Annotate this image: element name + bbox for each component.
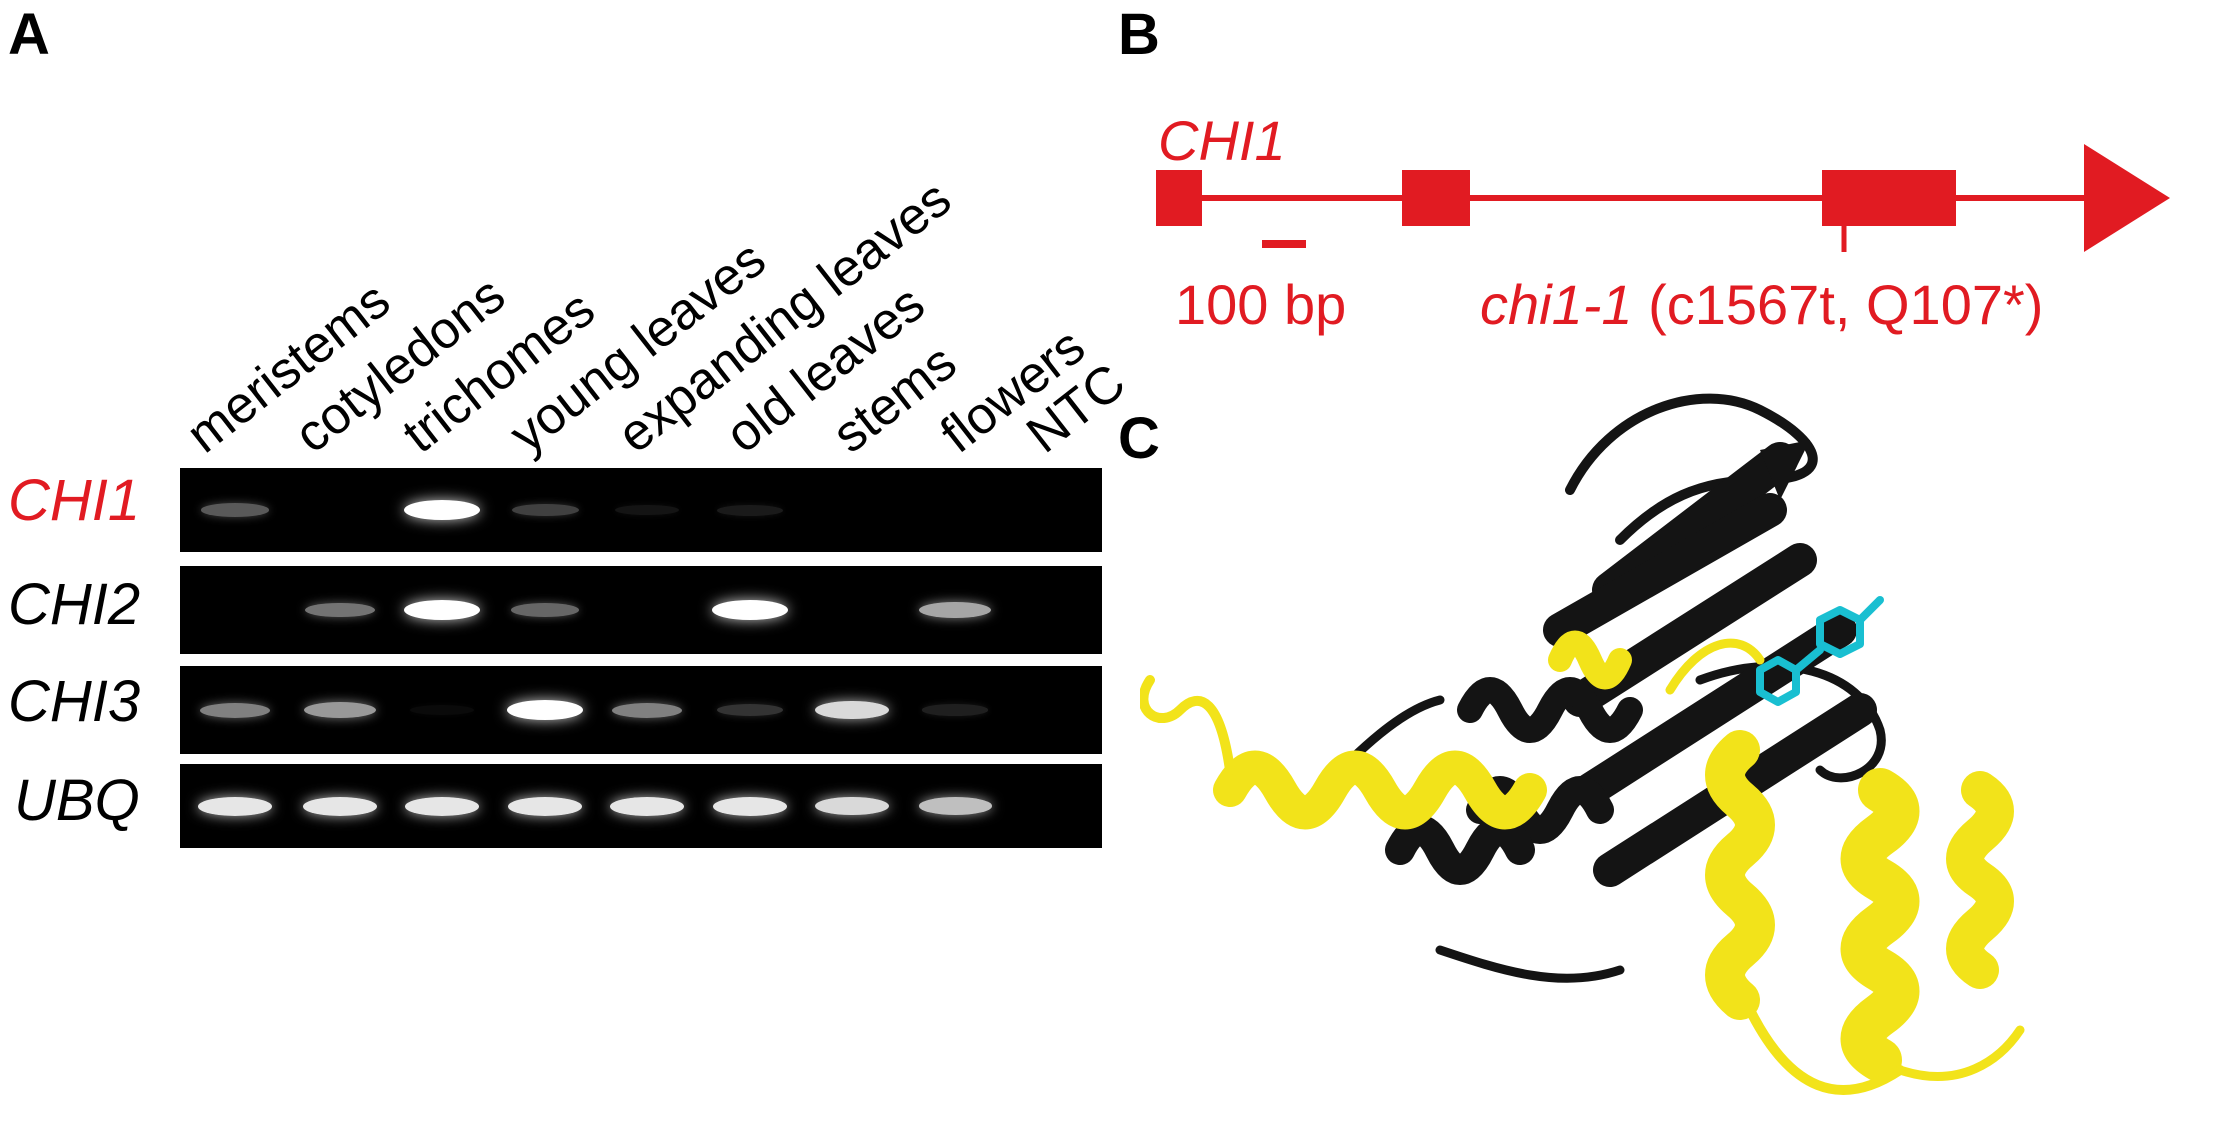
- gel-band: [404, 500, 480, 520]
- mutation-detail: (c1567t, Q107*): [1632, 273, 2044, 336]
- gel-band: [304, 702, 376, 718]
- gel-strip-chi3: [180, 666, 1102, 754]
- gene-label-chi3: CHI3: [8, 669, 141, 734]
- gel-band: [507, 796, 583, 816]
- exon-3b: [1876, 170, 1956, 226]
- gel-strip-chi2: [180, 566, 1102, 654]
- gel-band: [511, 503, 579, 517]
- gel-band: [717, 504, 783, 516]
- gene-label-chi1: CHI1: [8, 468, 141, 533]
- gel-band: [716, 704, 784, 716]
- gel-strip-ubq: [180, 764, 1102, 848]
- gel-band: [409, 704, 475, 716]
- panel-label-b: B: [1118, 2, 1160, 67]
- gene-label-ubq: UBQ: [14, 768, 140, 833]
- protein-structure-image: [1140, 393, 2025, 1095]
- mutation-label: chi1-1 (c1567t, Q107*): [1480, 272, 2043, 337]
- gel-band: [612, 702, 682, 718]
- gel-band: [814, 796, 890, 816]
- gel-band: [712, 600, 788, 620]
- gel-band: [712, 796, 788, 816]
- gel-band: [510, 603, 580, 617]
- gel-band: [200, 702, 270, 718]
- gel-band: [922, 704, 988, 716]
- gene-model-diagram: [1156, 144, 2170, 252]
- gel-band: [918, 797, 992, 815]
- mutation-allele: chi1-1: [1480, 273, 1633, 336]
- gel-band: [404, 796, 480, 816]
- panel-label-a: A: [8, 2, 50, 67]
- exon-2: [1402, 170, 1470, 226]
- gel-band: [507, 700, 583, 720]
- gel-band: [404, 600, 480, 620]
- gel-strip-chi1: [180, 468, 1102, 552]
- panel-label-c: C: [1118, 406, 1160, 471]
- scale-bar-label: 100 bp: [1175, 273, 1347, 336]
- gel-band: [614, 504, 680, 516]
- gene-model-name: CHI1: [1158, 109, 1286, 172]
- exon-3: [1822, 170, 1878, 226]
- gel-band: [305, 602, 375, 618]
- gel-band: [200, 503, 270, 517]
- gel-band: [302, 796, 378, 816]
- exon-1: [1156, 170, 1202, 226]
- scale-bar: [1262, 240, 1306, 248]
- gel-band: [197, 796, 273, 816]
- gel-band: [814, 700, 890, 720]
- gene-label-chi2: CHI2: [8, 572, 141, 637]
- gel-band: [609, 796, 685, 816]
- gel-band: [919, 601, 991, 619]
- gene-direction-arrow: [2084, 144, 2170, 252]
